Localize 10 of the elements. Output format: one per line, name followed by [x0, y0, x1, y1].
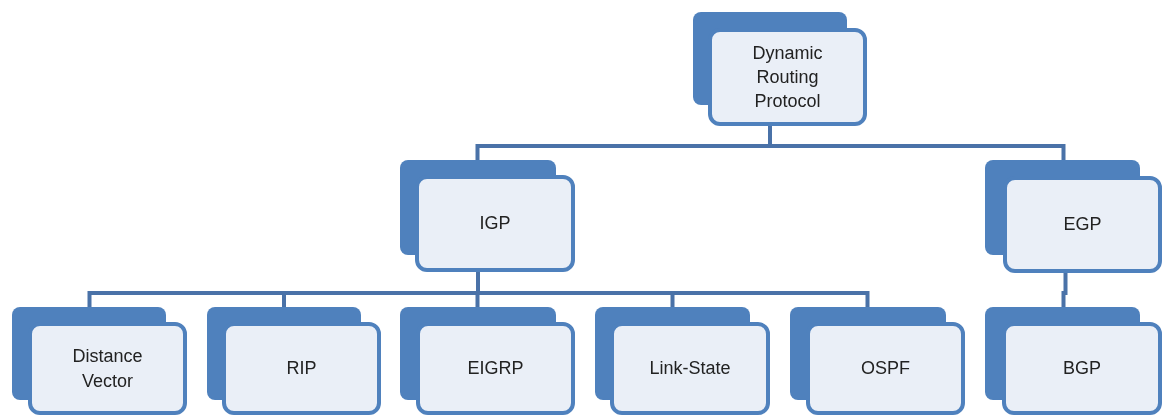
node-label: Link-State — [649, 357, 731, 381]
node-label: EIGRP — [467, 357, 524, 381]
node-label: OSPF — [861, 357, 910, 381]
node-label: Dynamic Routing Protocol — [751, 41, 824, 114]
node-label: BGP — [1063, 357, 1101, 381]
node-label: RIP — [286, 357, 317, 381]
node-label: Distance Vector — [71, 345, 144, 393]
node-label: EGP — [1063, 213, 1102, 237]
node-label: IGP — [479, 212, 511, 236]
connector-line — [1061, 273, 1068, 307]
